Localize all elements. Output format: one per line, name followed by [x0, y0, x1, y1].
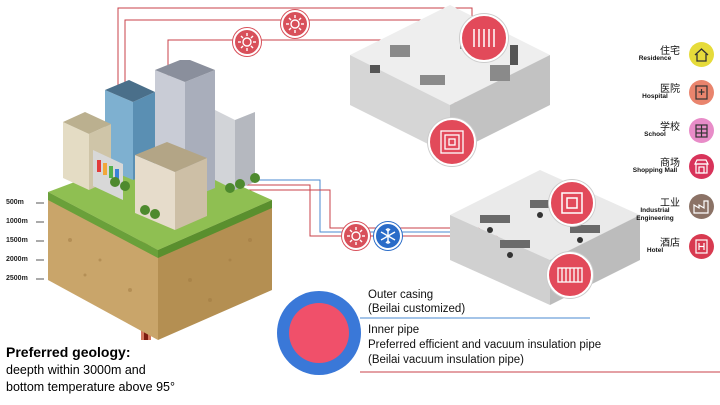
geology-title: Preferred geology:	[6, 344, 131, 360]
tower-blue-left	[105, 90, 133, 180]
depth-scale-ticks	[36, 202, 44, 280]
residence-interior	[350, 5, 550, 155]
sun-icon	[233, 28, 261, 56]
grass-left	[48, 192, 158, 258]
outer-casing-sub: (Beilai customized)	[368, 303, 466, 315]
store-icon	[689, 154, 714, 179]
geology-line-2: bottom temperature above 95°	[6, 380, 175, 394]
tower-right-right	[235, 112, 255, 190]
hospital-icon	[689, 80, 714, 105]
legend-industrial: 工业 Industrial Engineering	[630, 192, 720, 228]
legend-cn: 工业	[660, 198, 680, 209]
legend-cn: 医院	[660, 84, 680, 95]
block-left-top	[63, 112, 111, 134]
depth-label-1000: 1000m	[6, 218, 28, 225]
colorful-cars	[97, 160, 119, 181]
legend-residence: 住宅 Residence	[630, 40, 720, 76]
factory-icon	[689, 194, 714, 219]
legend-en: Residence	[638, 55, 672, 62]
tower-blue-top	[105, 80, 155, 102]
legend-en: Industrial Engineering	[636, 207, 674, 222]
depth-label-2000: 2000m	[6, 256, 28, 263]
legend-hospital: 医院 Hospital	[630, 78, 720, 114]
legend-en: Hospital	[642, 93, 668, 100]
legend-en: Shopping Mall	[632, 167, 678, 174]
legend-en: Hotel	[646, 247, 664, 254]
legend-school: 学校 School	[630, 116, 720, 152]
legend-cn: 学校	[660, 122, 680, 133]
house-icon	[689, 42, 714, 67]
block-left-a	[63, 122, 89, 190]
tower-right-left	[215, 110, 235, 190]
snowflake-icon	[374, 222, 402, 250]
tower-tall-top	[155, 60, 215, 82]
school-icon	[689, 118, 714, 143]
office-interior	[450, 170, 640, 305]
outer-casing-label: Outer casing	[368, 289, 434, 301]
geology-line-1: deepth within 3000m and	[6, 363, 146, 377]
floor-heating-badge	[428, 118, 476, 166]
grass-right	[158, 200, 272, 258]
hotel-top	[135, 142, 207, 172]
hotel-right	[175, 158, 207, 230]
inner-pipe-sub: (Beilai vacuum insulation pipe)	[368, 354, 524, 366]
inner-pipe-circle	[289, 303, 349, 363]
legend-hotel: 酒店 Hotel	[630, 232, 720, 268]
depth-label-2500: 2500m	[6, 275, 28, 282]
ground-right-face	[158, 200, 272, 340]
depth-label-1500: 1500m	[6, 237, 28, 244]
hotel-icon	[689, 234, 714, 259]
city-buildings	[63, 60, 260, 230]
legend-cn: 酒店	[660, 238, 680, 249]
fan-coil-badge	[547, 252, 593, 298]
depth-label-500: 500m	[6, 199, 24, 206]
legend-cn: 住宅	[660, 46, 680, 57]
radiator-badge	[460, 14, 508, 62]
legend-shopping-mall: 商场 Shopping Mall	[630, 152, 720, 188]
ceiling-ac-badge	[549, 180, 595, 226]
sun-icon	[342, 222, 370, 250]
sun-icon	[281, 10, 309, 38]
inner-pipe-label: Inner pipe	[368, 324, 420, 336]
ground-left-face	[48, 192, 158, 340]
inner-pipe-desc: Preferred efficient and vacuum insulatio…	[368, 339, 602, 351]
legend-cn: 商场	[660, 158, 680, 169]
legend-en: School	[644, 131, 666, 138]
